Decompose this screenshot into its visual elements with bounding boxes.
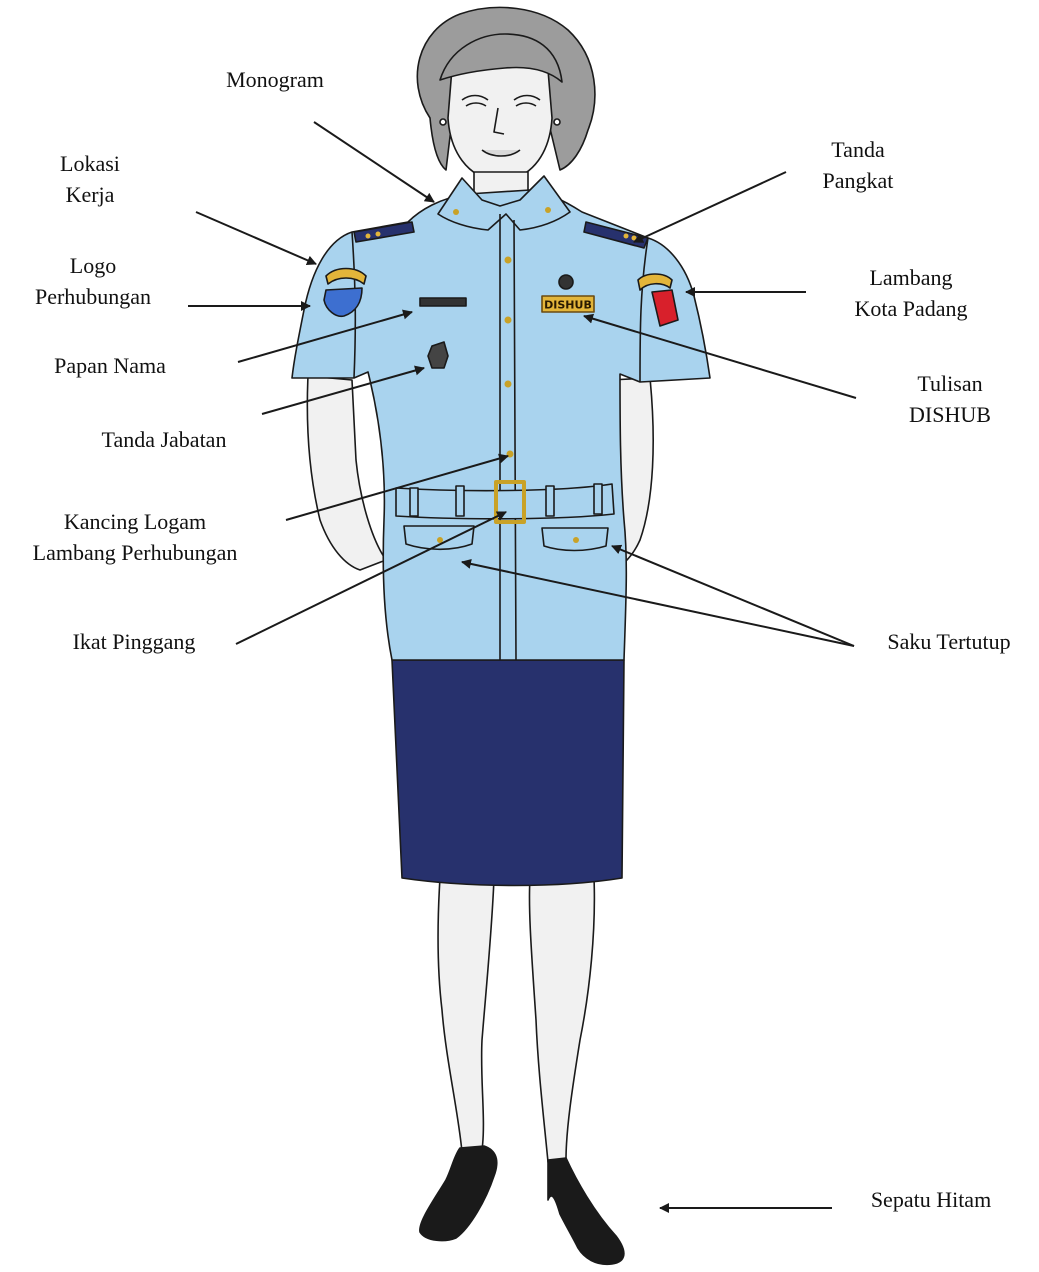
belt-loop-1: [410, 488, 418, 516]
dishub-emblem: [559, 275, 573, 289]
monogram-pin-right: [545, 207, 551, 213]
label-ikat-pinggang: Ikat Pinggang: [44, 626, 224, 657]
label-lambang-kota: Lambang Kota Padang: [826, 262, 996, 324]
label-logo-perhubungan: Logo Perhubungan: [8, 250, 178, 312]
label-papan-nama: Papan Nama: [30, 350, 190, 381]
label-tanda-pangkat: Tanda Pangkat: [798, 134, 918, 196]
earring-left: [440, 119, 446, 125]
label-monogram: Monogram: [210, 64, 340, 95]
label-tulisan-dishub: Tulisan DISHUB: [890, 368, 1010, 430]
shoe-right: [548, 1158, 624, 1264]
label-saku-tertutup: Saku Tertutup: [864, 626, 1034, 657]
dishub-badge-text: DISHUB: [544, 299, 592, 312]
label-tanda-jabatan: Tanda Jabatan: [74, 424, 254, 455]
label-lokasi-kerja: Lokasi Kerja: [30, 148, 150, 210]
belt-loop-4: [594, 484, 602, 514]
label-kancing-logam: Kancing Logam Lambang Perhubungan: [2, 506, 268, 568]
arrow-monogram: [314, 122, 434, 202]
earring-right: [554, 119, 560, 125]
belt-loop-2: [456, 486, 464, 516]
leg-right: [529, 878, 594, 1162]
shoe-left: [420, 1146, 497, 1240]
arrow-saku-right: [612, 546, 854, 646]
arrow-lokasi-kerja: [196, 212, 316, 264]
monogram-pin-left: [453, 209, 459, 215]
skirt: [392, 660, 624, 886]
pocket-button-right: [573, 537, 579, 543]
arrow-tanda-pangkat: [634, 172, 786, 242]
pocket-button-left: [437, 537, 443, 543]
label-sepatu-hitam: Sepatu Hitam: [846, 1184, 1016, 1215]
leg-left: [438, 878, 494, 1152]
figure: DISHUB: [292, 7, 710, 1264]
name-plate: [420, 298, 466, 306]
arm-left: [307, 376, 386, 570]
belt-loop-3: [546, 486, 554, 516]
